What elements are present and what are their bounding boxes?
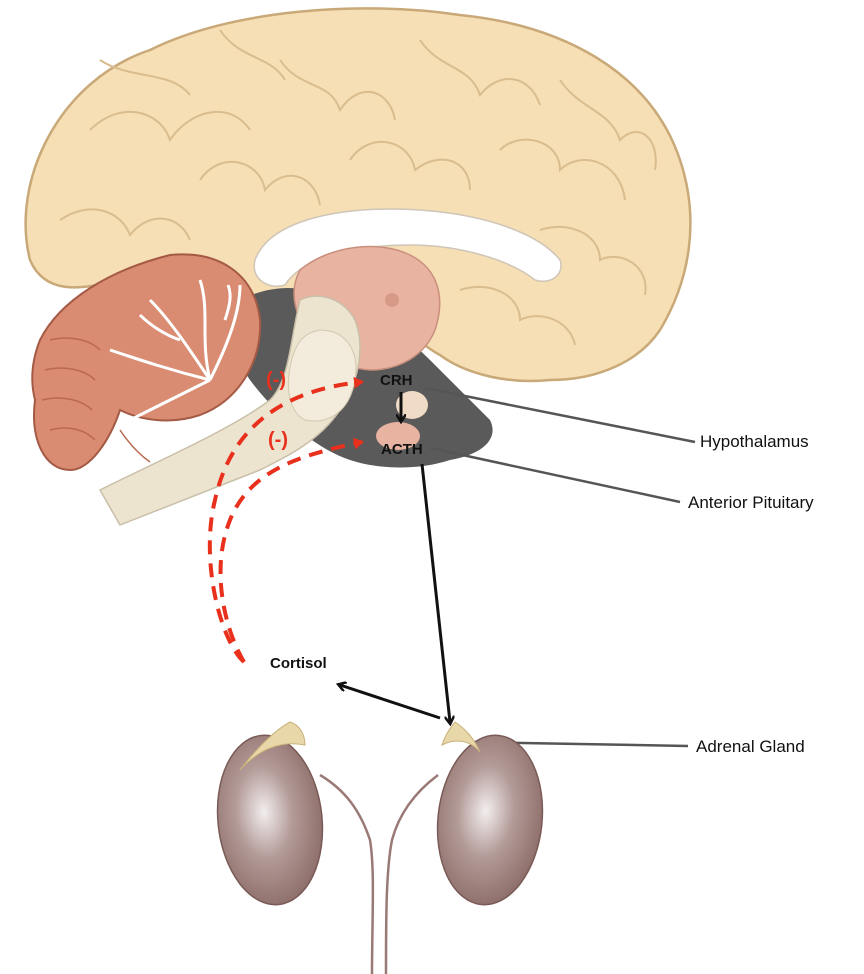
anterior-pituitary-label: Anterior Pituitary xyxy=(688,493,814,513)
acth-to-adrenal-arrow xyxy=(422,464,450,722)
negative-feedback-lower: (-) xyxy=(268,429,288,452)
anterior-pituitary-leader-line xyxy=(430,448,680,502)
adrenal-gland-label: Adrenal Gland xyxy=(696,737,805,757)
right-ureter xyxy=(386,775,438,974)
acth-label: ACTH xyxy=(381,441,423,458)
cortisol-label: Cortisol xyxy=(270,655,327,672)
left-ureter xyxy=(320,775,373,974)
mammillary-dot xyxy=(385,293,399,307)
adrenal-to-cortisol-arrow xyxy=(340,685,440,718)
hypothalamus-label: Hypothalamus xyxy=(700,432,809,452)
right-kidney xyxy=(429,730,550,910)
crh-label: CRH xyxy=(380,372,413,389)
negative-feedback-upper: (-) xyxy=(266,369,286,392)
left-kidney xyxy=(209,730,330,910)
